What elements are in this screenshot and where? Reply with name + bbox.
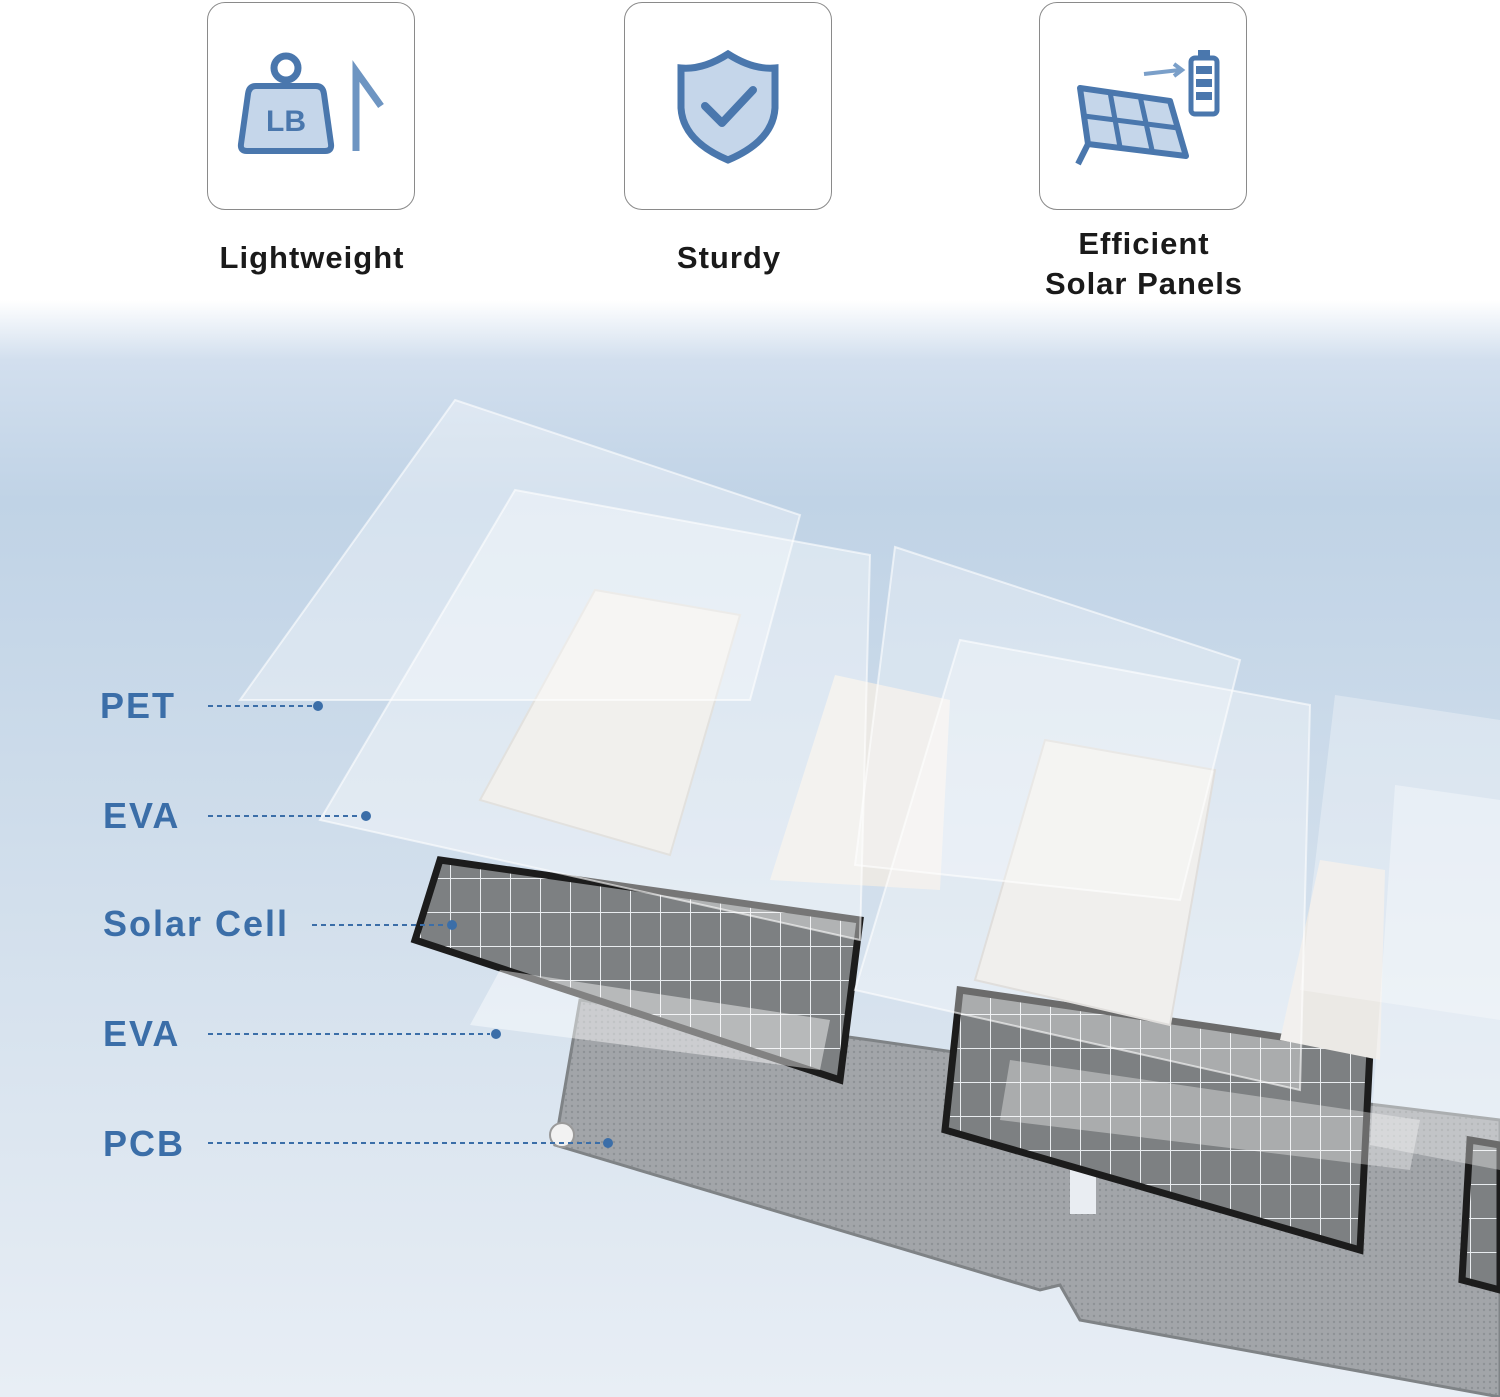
- feature-icon-box: [624, 2, 832, 210]
- feature-icon-box: LB: [207, 2, 415, 210]
- layer-label-solar-cell: Solar Cell: [103, 903, 290, 944]
- feature-efficient-solar: Efficient Solar Panels: [1039, 2, 1249, 305]
- feature-icon-box: [1039, 2, 1247, 210]
- feature-sturdy: Sturdy: [624, 2, 834, 278]
- weight-icon-text: LB: [266, 105, 306, 138]
- features-section: LB Lightweight Sturdy: [0, 0, 1500, 330]
- layer-label-eva-lower: EVA: [103, 1013, 181, 1054]
- pet-layer: [238, 398, 1500, 1020]
- feature-lightweight: LB Lightweight: [207, 2, 417, 278]
- layer-label-pet: PET: [100, 685, 177, 726]
- shield-check-icon: [677, 49, 779, 164]
- leader-lines: [208, 701, 613, 1148]
- feature-label: Efficient Solar Panels: [1044, 226, 1244, 302]
- feature-label: Sturdy: [676, 240, 782, 275]
- feature-label: Lightweight: [219, 240, 405, 275]
- solar-panel-battery-icon: [1075, 50, 1220, 166]
- eva-upper-layer: [318, 488, 1500, 1170]
- cell-cover-panels: [478, 588, 1385, 1060]
- solar-panel-layers-illustration: [208, 398, 1500, 1397]
- layer-label-pcb: PCB: [103, 1123, 186, 1164]
- eva-lower-layer: [470, 970, 1420, 1170]
- layer-label-eva-upper: EVA: [103, 795, 181, 836]
- weight-lb-icon: LB: [237, 52, 384, 154]
